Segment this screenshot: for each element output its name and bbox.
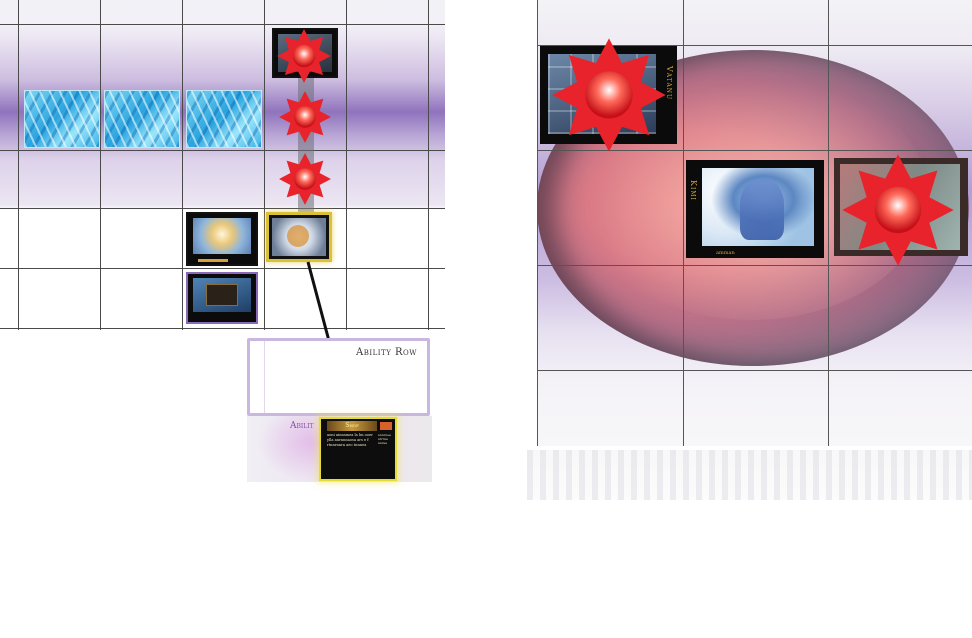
grid-line xyxy=(100,0,101,330)
grid-line xyxy=(537,265,972,266)
selected-character-card[interactable] xyxy=(266,212,332,262)
card-art xyxy=(548,54,656,134)
panel-divider xyxy=(264,341,265,413)
grid-line xyxy=(683,0,684,446)
giant-figure xyxy=(740,180,784,240)
ability-row-panel: Ability Row xyxy=(247,338,430,416)
right-board-footer-blur xyxy=(527,450,972,500)
grid-line xyxy=(0,268,445,269)
grid-line xyxy=(182,0,183,330)
left-game-board xyxy=(0,0,445,330)
enemy-card-right[interactable] xyxy=(834,158,968,256)
grid-line xyxy=(0,208,445,209)
blue-giant-card[interactable]: Kimi amman xyxy=(686,160,824,258)
grid-line xyxy=(828,0,829,446)
water-card[interactable] xyxy=(24,90,100,148)
grid-line xyxy=(428,0,429,330)
shop-card-title: Shop xyxy=(327,421,377,431)
ability-lower-label: Abilit xyxy=(290,421,314,431)
water-card[interactable] xyxy=(186,90,262,148)
shop-info-card[interactable]: Shop aoni ainnsmea la lm ooer ylla anrnn… xyxy=(319,417,397,481)
grid-line xyxy=(346,0,347,330)
card-side-text: Kimi xyxy=(689,180,698,201)
enemy-card-top-left[interactable]: Vatanu xyxy=(540,46,677,144)
grid-line xyxy=(0,24,445,25)
ability-row-label: Ability Row xyxy=(356,347,417,358)
grid-line xyxy=(537,45,972,46)
treasure-chest-card[interactable] xyxy=(186,272,258,324)
grid-line xyxy=(537,370,972,371)
card-side-text: Vatanu xyxy=(665,66,674,101)
card-art xyxy=(840,164,960,250)
shop-card-body: aoni ainnsmea la lm ooer ylla anrnnnaosa… xyxy=(327,433,373,447)
shop-card-side: nnnrnea ntrrna nnraa xyxy=(378,433,391,445)
grid-line xyxy=(0,150,445,151)
grid-line xyxy=(264,0,265,330)
water-card[interactable] xyxy=(104,90,180,148)
grid-line xyxy=(18,0,19,330)
grid-line xyxy=(537,0,538,446)
grid-line xyxy=(537,150,972,151)
card-caption: amman xyxy=(716,250,735,256)
shop-card-badge xyxy=(380,422,392,430)
grid-line xyxy=(0,328,445,329)
character-card-winged[interactable] xyxy=(186,212,258,266)
